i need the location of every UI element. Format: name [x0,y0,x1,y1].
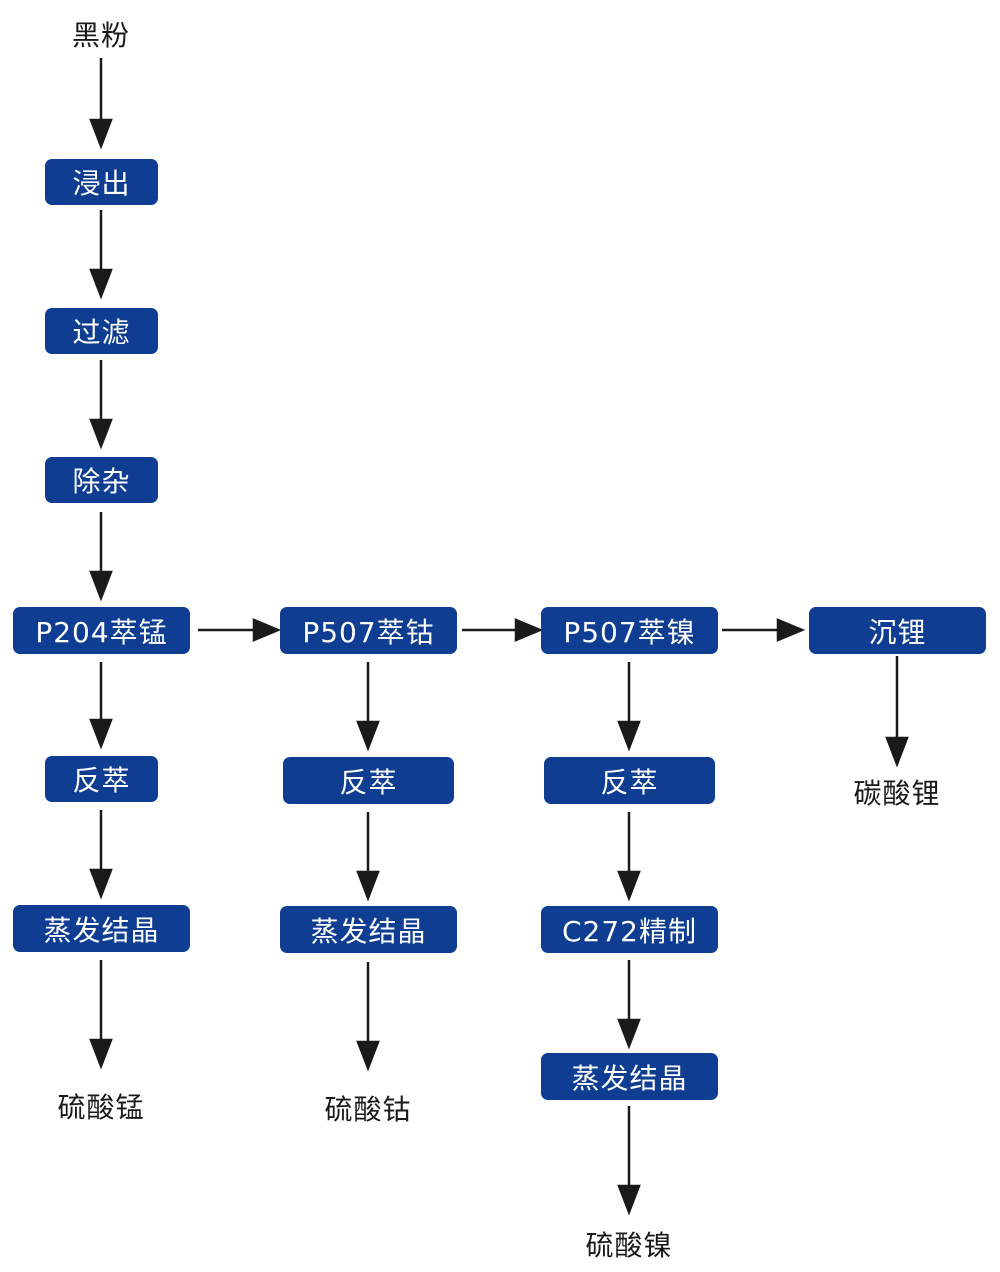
product-ni-sulfate: 硫酸镍 [585,1229,673,1262]
product-co-sulfate: 硫酸钴 [324,1093,412,1126]
arrowhead [89,268,113,300]
arrowhead [514,618,544,642]
arrows-horizontal [198,618,806,642]
node-co-strip: 反萃 [283,757,454,804]
node-co-crystallize: 蒸发结晶 [280,906,457,953]
arrowhead [252,618,282,642]
node-p507-ni-extraction: P507萃镍 [541,607,718,654]
arrowhead [89,418,113,450]
arrowhead [89,570,113,602]
start-material-label: 黑粉 [71,19,131,52]
arrowhead [89,118,113,150]
arrowhead [885,736,909,768]
arrowhead [617,1184,641,1216]
arrows-cobalt-column [356,662,380,1072]
node-leach: 浸出 [45,159,158,205]
arrows-lithium-column [885,656,909,768]
arrowhead [356,870,380,902]
arrowhead [89,868,113,900]
arrows-nickel-column [617,662,641,1216]
node-p507-co-extraction: P507萃钴 [280,607,457,654]
node-mn-strip: 反萃 [45,756,158,802]
arrowhead [89,1038,113,1070]
arrowhead [617,1018,641,1050]
arrowhead [617,870,641,902]
product-li-carbonate: 碳酸锂 [853,777,941,810]
arrowhead [89,718,113,750]
arrows-main-column [89,58,113,1070]
node-purify: 除杂 [45,457,158,503]
arrowhead [356,720,380,752]
node-p204-mn-extraction: P204萃锰 [13,607,190,654]
node-filter: 过滤 [45,308,158,354]
node-ni-c272-refine: C272精制 [541,906,718,953]
arrowhead [356,1040,380,1072]
node-li-precipitation: 沉锂 [809,607,986,654]
node-mn-crystallize: 蒸发结晶 [13,905,190,952]
arrowhead [617,720,641,752]
node-ni-strip: 反萃 [544,757,715,804]
node-ni-crystallize: 蒸发结晶 [541,1053,718,1100]
product-mn-sulfate: 硫酸锰 [57,1091,145,1124]
arrowhead [776,618,806,642]
